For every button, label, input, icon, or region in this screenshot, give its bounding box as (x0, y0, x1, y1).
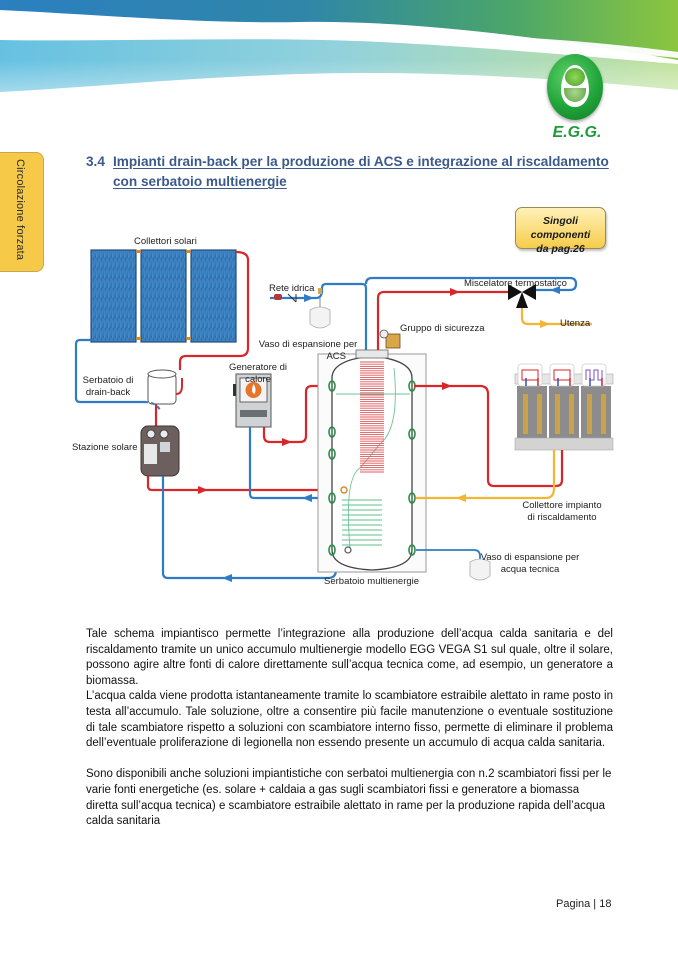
tecnica-expansion-vessel (469, 558, 491, 581)
logo-text: E.G.G. (552, 124, 602, 141)
thermostatic-mixer (508, 284, 536, 308)
label-thermostatic-mixer: Miscelatore termostatico (464, 278, 567, 289)
safety-group (379, 329, 401, 349)
page-number: Pagina | 18 (556, 898, 612, 910)
callout-line-1: Singoli componenti (530, 215, 591, 241)
solar-panel-3 (190, 249, 237, 343)
label-tecnica-expansion-line-1: Vaso di espansione per (480, 552, 580, 563)
label-acs-expansion-line-1: Vaso di espansione per (258, 339, 358, 350)
solar-station (140, 425, 180, 477)
components-callout: Singoli componenti da pag.26 (515, 207, 606, 255)
paragraph-2: L’acqua calda viene prodotta istantaneam… (86, 690, 613, 750)
pipe-heating-flow (414, 384, 564, 488)
pipe-cold-collector-return (74, 338, 146, 404)
label-tecnica-expansion-vessel: Vaso di espansione per acqua tecnica (475, 552, 585, 576)
body-text: Tale schema impiantisco permette l’integ… (86, 627, 613, 830)
label-drain-back-line-1: Serbatoio di (82, 375, 134, 386)
pipe-generator-flow (262, 384, 330, 444)
system-diagram: Collettori solari Rete idrica Miscelator… (60, 228, 620, 598)
acs-expansion-vessel (309, 298, 331, 329)
tank-connections (328, 380, 416, 556)
pipe-expansion-tecnica (416, 549, 481, 560)
label-solar-station: Stazione solare (72, 442, 138, 453)
section-title: Impianti drain-back per la produzione di… (113, 154, 609, 189)
label-heating-manifold-line-2: di riscaldamento (527, 512, 597, 523)
label-heat-generator-line-2: calore (245, 374, 271, 385)
label-tecnica-expansion-line-2: acqua tecnica (500, 564, 560, 575)
paragraph-1: Tale schema impiantisco permette l’integ… (86, 628, 613, 687)
pipe-cold-to-mixer (364, 276, 578, 292)
solar-collectors (90, 249, 237, 343)
label-mains-water: Rete idrica (269, 283, 315, 294)
pot-icon (564, 88, 586, 102)
label-heating-manifold-line-1: Collettore impianto (522, 500, 602, 511)
section-number: 3.4 (86, 154, 105, 169)
pipe-hot-acs (376, 290, 510, 350)
pipe-user-outlet (520, 308, 592, 326)
paragraph-3: Sono disponibili anche soluzioni impiant… (86, 768, 612, 828)
heating-manifold (514, 363, 614, 451)
label-heat-generator-line-1: Generatore di (228, 362, 288, 373)
acs-coil-fins (360, 361, 384, 473)
pipe-mains-water (270, 282, 368, 350)
solar-coil-tubes (342, 499, 382, 546)
solar-panel-2 (140, 249, 187, 343)
drain-back-tank (147, 369, 183, 405)
egg-logo: E.G.G. (544, 54, 614, 144)
mains-valves (274, 288, 322, 303)
pipe-solar-flow (146, 476, 336, 492)
label-drain-back-tank: Serbatoio di drain-back (78, 375, 138, 399)
pipe-heating-return (416, 450, 556, 500)
label-user-outlet: Utenza (560, 318, 591, 329)
heat-generator (233, 373, 272, 428)
pipe-solar-return (161, 476, 338, 580)
label-solar-collectors: Collettori solari (134, 236, 197, 247)
solar-panel-1 (90, 249, 137, 343)
diagram-svg (74, 249, 614, 582)
label-heating-manifold: Collettore impianto di riscaldamento (512, 500, 612, 524)
pipe-hot-collector-flow (178, 250, 250, 370)
callout-line-2: da pag.26 (536, 243, 585, 255)
label-multi-energy-tank: Serbatoio multienergie (324, 576, 420, 587)
tree-icon (565, 68, 585, 86)
label-acs-expansion-line-2: ACS (326, 351, 346, 362)
pipe-generator-return (248, 427, 332, 500)
label-heat-generator: Generatore di calore (225, 362, 291, 386)
label-acs-expansion-vessel: Vaso di espansione per ACS (256, 339, 360, 363)
label-drain-back-line-2: drain-back (85, 387, 131, 398)
chapter-side-tab: Circolazione forzata (0, 152, 44, 272)
label-safety-group: Gruppo di sicurezza (400, 323, 485, 334)
chapter-side-tab-label: Circolazione forzata (14, 159, 26, 261)
